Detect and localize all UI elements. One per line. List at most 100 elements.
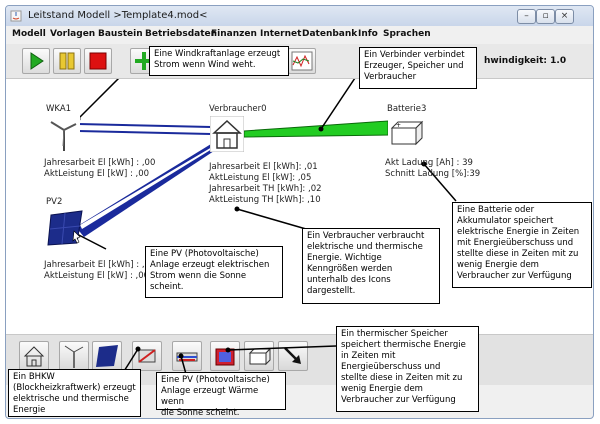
verbraucher-jahresarbeit-el: Jahresarbeit El [kWh]: ,01 — [209, 162, 318, 172]
pv-aktleistung: AktLeistung El [kW] : ,00 — [44, 271, 150, 281]
note-line: Verbraucher — [364, 72, 417, 82]
minimize-button[interactable]: – — [517, 9, 536, 24]
note-line: speichert thermische Energie — [341, 340, 466, 350]
bhkw-icon — [138, 349, 156, 363]
note-line: Eine Windkraftanlage erzeugt — [154, 49, 281, 59]
palette-house-button[interactable] — [19, 341, 49, 371]
note-line: Ein Verbraucher verbraucht — [307, 231, 425, 241]
battery-icon[interactable]: + — [388, 116, 424, 148]
menu-vorlagen[interactable]: Vorlagen — [50, 29, 96, 39]
note-pvt: Eine PV (Photovoltaische) Anlage erzeugt… — [156, 372, 286, 418]
wka-name: WKA1 — [46, 104, 72, 114]
palette-bhkw-button[interactable] — [132, 341, 162, 371]
house-icon[interactable] — [210, 116, 244, 152]
solar-panel-icon — [96, 345, 118, 367]
note-line: scheint. — [150, 282, 184, 292]
pv-jahresarbeit: Jahresarbeit El [kWh] : ,00 — [44, 260, 156, 270]
batterie-schnitt: Schnitt Ladung [%]:39 — [385, 169, 481, 179]
palette-pvt-button[interactable] — [172, 341, 202, 371]
windmill-icon — [64, 345, 84, 368]
batterie-ladung: Akt Ladung [Ah] : 39 — [385, 158, 473, 168]
pv-name: PV2 — [46, 197, 63, 207]
note-line: wenig Energie dem — [457, 260, 539, 270]
note-line: Energie — [13, 405, 46, 415]
note-line: Anlage erzeugt Wärme wenn — [161, 386, 259, 407]
stop-icon — [89, 52, 107, 70]
pv-thermal-icon — [176, 352, 198, 362]
menu-sprachen[interactable]: Sprachen — [383, 29, 431, 39]
note-batterie: Eine Batterie oder Akkumulator speichert… — [452, 202, 592, 288]
note-line: unterhalb des Icons — [307, 275, 391, 285]
verbraucher-aktleistung-th: AktLeistung TH [kWh]: ,10 — [209, 195, 321, 205]
menu-finanzen[interactable]: Finanzen — [211, 29, 257, 39]
note-line: Verbraucher zur Verfügung — [457, 271, 572, 281]
menu-bar: Modell Vorlagen Baustein Betriebsdaten F… — [6, 27, 593, 43]
verbraucher-name: Verbraucher0 — [209, 104, 267, 114]
verbraucher-aktleistung-el: AktLeistung El [kW]: ,05 — [209, 173, 312, 183]
note-line: Strom wenn die Sonne — [150, 271, 247, 281]
play-button[interactable] — [22, 48, 50, 74]
menu-modell[interactable]: Modell — [12, 29, 46, 39]
solar-panel-icon[interactable] — [46, 209, 86, 249]
chart-button[interactable] — [288, 48, 316, 74]
minimize-icon: – — [524, 11, 529, 21]
note-line: Ein thermischer Speicher — [341, 329, 448, 339]
menu-internet[interactable]: Internet — [260, 29, 302, 39]
heat-storage-icon — [215, 348, 235, 366]
note-line: stellte diese in Zeiten mit zu — [457, 249, 579, 259]
note-line: elektrische Energie in Zeiten — [457, 227, 580, 237]
note-line: Erzeuger, Speicher und — [364, 61, 464, 71]
note-line: elektrische und thermische — [307, 242, 423, 252]
maximize-icon: ▫ — [542, 11, 549, 21]
palette-heat-storage-button[interactable] — [210, 341, 240, 371]
connector-arrow-icon — [284, 347, 301, 364]
pause-icon — [59, 52, 75, 70]
note-line: in Zeiten mit — [341, 351, 396, 361]
windmill-icon[interactable] — [46, 116, 80, 152]
java-app-icon — [10, 10, 22, 22]
chart-icon — [291, 51, 313, 71]
pause-button[interactable] — [53, 48, 81, 74]
palette-windmill-button[interactable] — [59, 341, 89, 371]
menu-info[interactable]: Info — [358, 29, 378, 39]
note-line: Energieüberschuss und — [341, 362, 441, 372]
close-button[interactable]: × — [555, 9, 574, 24]
close-icon: × — [560, 11, 569, 21]
note-line: Verbraucher zur Verfügung — [341, 395, 456, 405]
palette-connector-button[interactable] — [278, 341, 308, 371]
battery-icon — [248, 347, 272, 366]
wka-aktleistung: AktLeistung El [kW] : ,00 — [44, 169, 150, 179]
note-line: dargestellt. — [307, 286, 356, 296]
house-icon — [23, 346, 45, 367]
menu-baustein[interactable]: Baustein — [98, 29, 143, 39]
note-speicher: Ein thermischer Speicher speichert therm… — [336, 326, 479, 412]
title-bar: Leitstand Modell >Template4.mod< – ▫ × — [6, 6, 593, 26]
note-line: Eine Batterie oder — [457, 205, 535, 215]
note-bhkw: Ein BHKW (Blockheizkraftwerk) erzeugt el… — [8, 369, 141, 417]
palette-solar-button[interactable] — [92, 341, 122, 371]
stop-button[interactable] — [84, 48, 112, 74]
play-icon — [30, 52, 44, 70]
palette-battery-button[interactable] — [244, 341, 274, 371]
note-pv: Eine PV (Photovoltaische) Anlage erzeugt… — [145, 246, 283, 298]
maximize-button[interactable]: ▫ — [536, 9, 555, 24]
svg-text:+: + — [396, 122, 401, 129]
note-line: Eine PV (Photovoltaische) — [161, 375, 270, 385]
toolbar: hwindigkeit: 1.0 — [6, 44, 593, 79]
verbraucher-jahresarbeit-th: Jahresarbeit TH [kWh]: ,02 — [209, 184, 322, 194]
note-line: Anlage erzeugt elektrischen — [150, 260, 270, 270]
note-line: wenig Energie dem — [341, 384, 423, 394]
batterie-name: Batterie3 — [387, 104, 427, 114]
note-line: Eine PV (Photovoltaische) — [150, 249, 259, 259]
note-line: Strom wenn Wind weht. — [154, 60, 256, 70]
menu-betriebsdaten[interactable]: Betriebsdaten — [145, 29, 218, 39]
note-line: elektrische und thermische — [13, 394, 129, 404]
note-line: stellte diese in Zeiten mit zu — [341, 373, 463, 383]
note-line: die Sonne scheint. — [161, 408, 240, 418]
note-line: (Blockheizkraftwerk) erzeugt — [13, 383, 136, 393]
note-line: mit Energieüberschuss und — [457, 238, 574, 248]
menu-datenbank[interactable]: Datenbank — [302, 29, 358, 39]
note-verbinder: Ein Verbinder verbindet Erzeuger, Speich… — [359, 47, 477, 89]
note-line: Ein Verbinder verbindet — [364, 50, 465, 60]
speed-label: hwindigkeit: 1.0 — [484, 56, 567, 66]
